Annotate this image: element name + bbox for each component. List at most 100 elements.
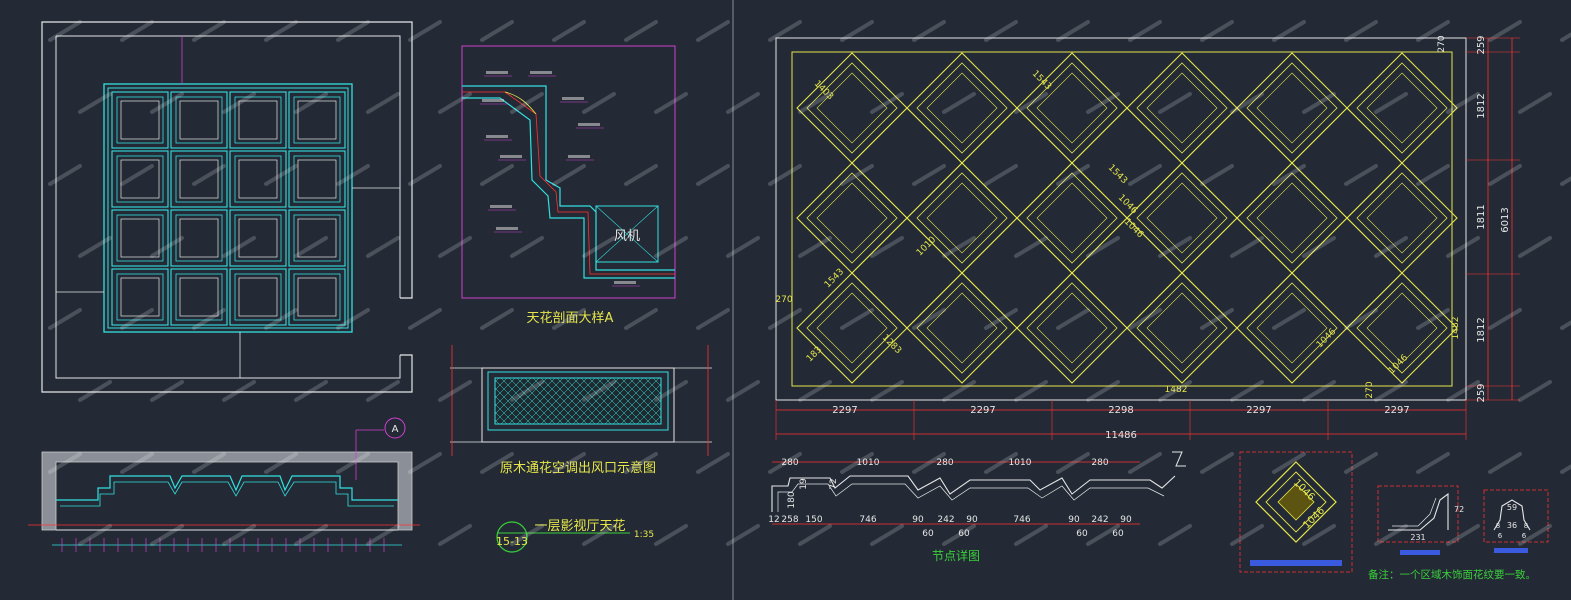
watermark-mark [1056, 308, 1090, 330]
diamond-inner [1246, 282, 1338, 374]
small-details: 1046 1046 231 72 59 36 8 8 6 6 备注：一个区域木饰… [1239, 451, 1549, 581]
lattice-line [572, 378, 620, 424]
watermark-mark [552, 452, 586, 474]
note-text-mark [530, 71, 552, 74]
watermark-mark [624, 20, 658, 42]
watermark-mark [438, 380, 472, 402]
watermark-mark [726, 92, 760, 114]
section-marker[interactable] [384, 417, 406, 439]
watermark-mark [1158, 92, 1192, 114]
diamond-core [816, 72, 888, 144]
watermark-mark [150, 92, 184, 114]
coffer-middle [293, 214, 341, 262]
watermark-mark [840, 20, 874, 42]
diamond-inner [1136, 282, 1228, 374]
diamond-inner [916, 282, 1008, 374]
coffer-middle [234, 155, 282, 203]
watermark-mark [510, 380, 544, 402]
watermark-mark [1446, 524, 1480, 546]
diamond-core [1256, 292, 1328, 364]
dim-label: 1482 [1165, 385, 1188, 395]
remark-text: 备注：一个区域木饰面花纹要一致。 [1368, 568, 1536, 581]
lattice-line [548, 378, 596, 424]
watermark-mark [150, 524, 184, 546]
watermark-mark [798, 524, 832, 546]
coffer-outer [111, 268, 169, 326]
dim-label: 150 [805, 515, 822, 525]
dim-label: 242 [1091, 515, 1108, 525]
watermark-mark [120, 308, 154, 330]
watermark-mark [1302, 92, 1336, 114]
coffer-inner [297, 218, 337, 258]
watermark-mark [696, 452, 730, 474]
watermark-mark [1086, 236, 1120, 258]
diamond-offset [1291, 217, 1403, 329]
watermark-mark [1488, 20, 1522, 42]
dim-label: 2298 [1108, 405, 1133, 416]
detail-dim-6a: 6 [1498, 532, 1503, 540]
watermark-mark [294, 236, 328, 258]
watermark-mark [1014, 236, 1048, 258]
watermark-mark [408, 164, 442, 186]
watermark-mark [552, 20, 586, 42]
diamond-offset [1071, 217, 1183, 329]
watermark-mark [48, 164, 82, 186]
note-text-mark [614, 281, 636, 284]
dim-label: 270 [1437, 35, 1447, 52]
dim-label: 60 [922, 529, 934, 539]
watermark-mark [150, 236, 184, 258]
watermark-mark [798, 92, 832, 114]
watermark-mark [366, 380, 400, 402]
coffer-middle [116, 214, 164, 262]
dim-label: 270 [1365, 381, 1375, 398]
diamond-core [1036, 182, 1108, 254]
watermark-mark [1086, 380, 1120, 402]
watermark-mark [1344, 164, 1378, 186]
watermark-mark [1374, 380, 1408, 402]
coffer-grid [111, 91, 346, 326]
watermark-mark [480, 20, 514, 42]
watermark-mark [1200, 20, 1234, 42]
watermark-mark [870, 380, 904, 402]
watermark-mark [654, 380, 688, 402]
diamond-core [1256, 182, 1328, 254]
watermark-mark [1374, 524, 1408, 546]
dim-label: 746 [1013, 515, 1030, 525]
watermark-mark [366, 92, 400, 114]
diamond-inner [806, 282, 898, 374]
coffer-middle [175, 273, 223, 321]
detail-dim-231: 231 [1410, 533, 1425, 542]
watermark-mark [768, 308, 802, 330]
watermark-mark [1416, 164, 1450, 186]
coffer-inner [120, 218, 160, 258]
watermark-mark [798, 236, 832, 258]
watermark-pattern [48, 20, 1571, 546]
coffer-inner [297, 277, 337, 317]
watermark-mark [984, 20, 1018, 42]
title-detail-a: 天花剖面大样A [527, 310, 614, 326]
watermark-mark [582, 380, 616, 402]
watermark-mark [1488, 308, 1522, 330]
watermark-mark [1272, 164, 1306, 186]
lattice-line [495, 378, 540, 423]
diamond-inner [1246, 172, 1338, 264]
watermark-mark [222, 524, 256, 546]
watermark-mark [78, 524, 112, 546]
dim-label: 6013 [1500, 207, 1511, 232]
watermark-mark [1302, 380, 1336, 402]
watermark-mark [1128, 164, 1162, 186]
dim-label: 1010 [857, 458, 880, 468]
dim-label: 259 [1476, 383, 1487, 402]
watermark-mark [408, 452, 442, 474]
dim-label: 258 [781, 515, 798, 525]
dim-label: 1812 [1476, 93, 1487, 118]
lattice-line [604, 378, 652, 424]
diamond-inner [1356, 62, 1448, 154]
coffer-middle [116, 96, 164, 144]
watermark-mark [726, 380, 760, 402]
watermark-mark [336, 164, 370, 186]
coffer-outer [229, 209, 287, 267]
diamond-core [926, 292, 998, 364]
